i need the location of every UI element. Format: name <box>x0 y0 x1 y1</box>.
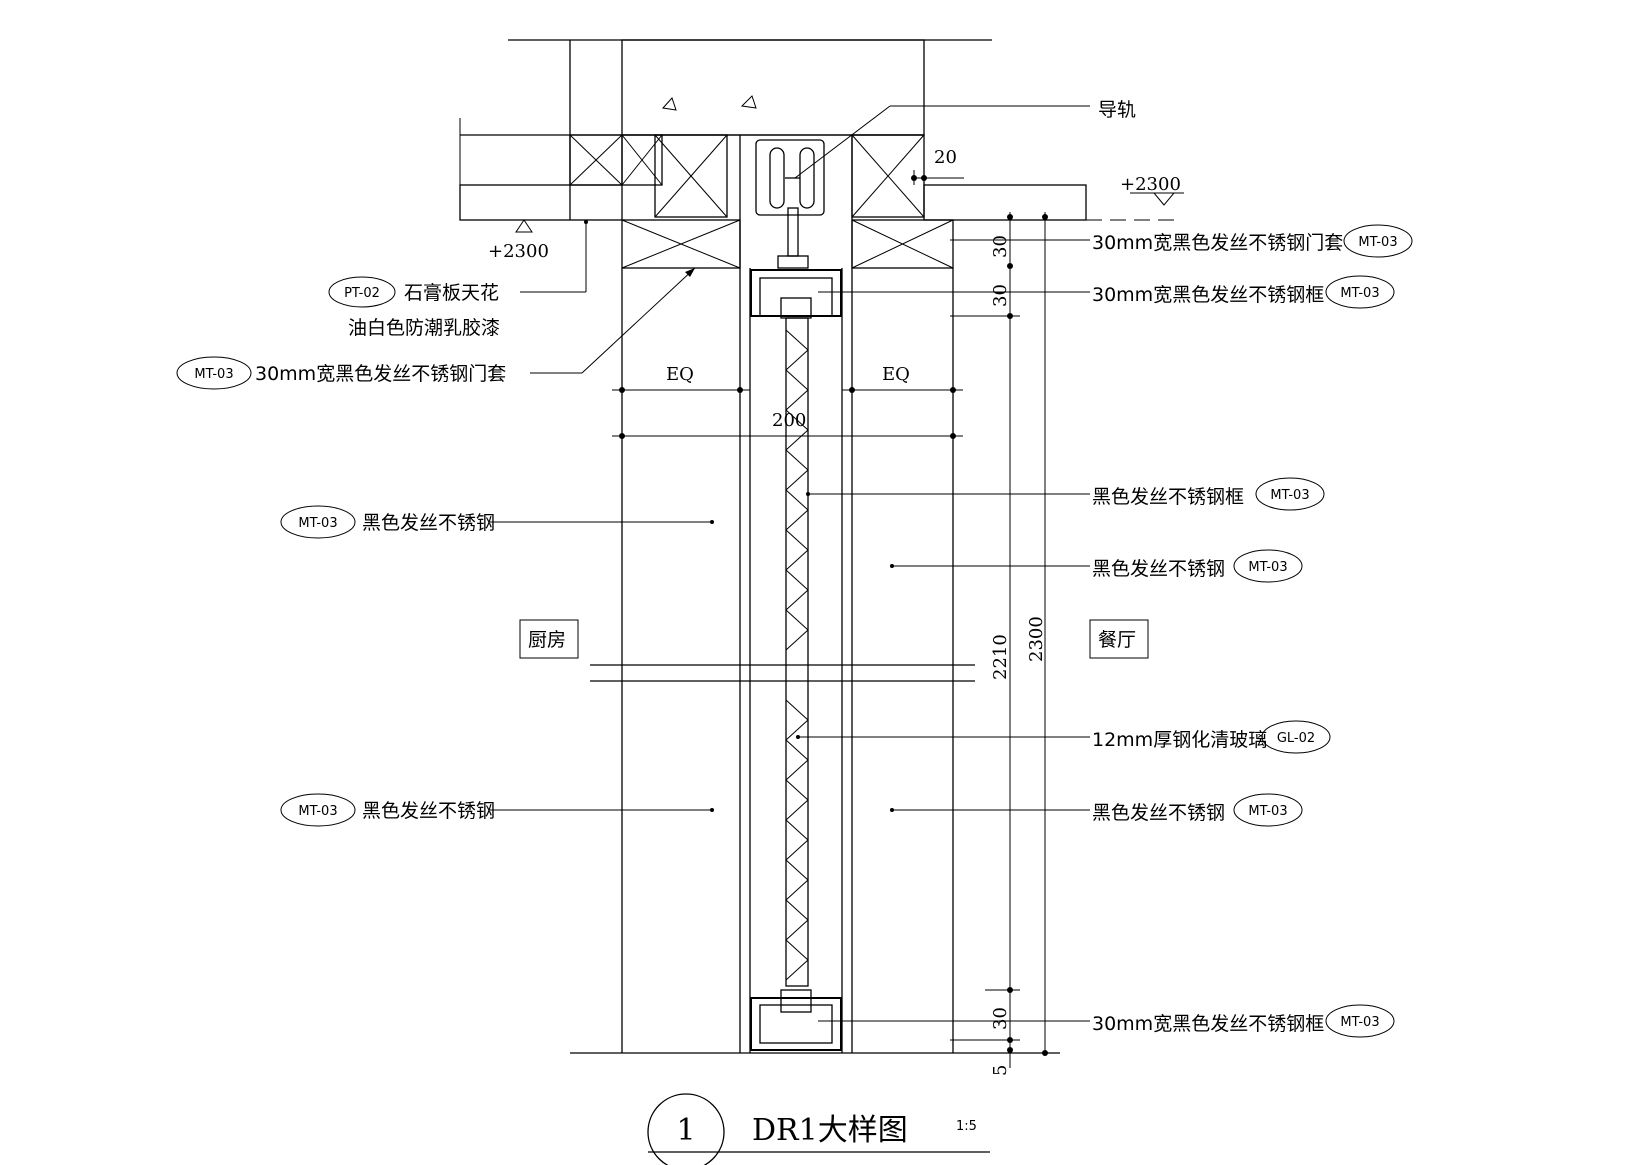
svg-text:MT-03: MT-03 <box>1340 1015 1379 1030</box>
title-name: DR1大样图 <box>752 1113 908 1148</box>
svg-text:30mm宽黑色发丝不锈钢框: 30mm宽黑色发丝不锈钢框 <box>1092 284 1324 306</box>
svg-text:12mm厚钢化清玻璃: 12mm厚钢化清玻璃 <box>1092 729 1267 751</box>
svg-text:EQ: EQ <box>666 364 694 385</box>
right-note-frame-bottom: 30mm宽黑色发丝不锈钢框 MT-03 <box>818 1004 1395 1038</box>
left-note-ceiling: PT-02 石膏板天花 油白色防潮乳胶漆 <box>328 220 588 339</box>
svg-text:导轨: 导轨 <box>1098 99 1136 121</box>
svg-text:2210: 2210 <box>990 634 1011 680</box>
svg-text:20: 20 <box>934 147 957 168</box>
svg-text:油白色防潮乳胶漆: 油白色防潮乳胶漆 <box>348 317 500 339</box>
title-scale: 1:5 <box>956 1119 977 1134</box>
level-marker-left: +2300 <box>488 219 549 262</box>
left-note-steel-lower: MT-03 黑色发丝不锈钢 <box>280 793 714 827</box>
right-note-frame-side: 黑色发丝不锈钢框 MT-03 <box>806 477 1325 511</box>
dimension-top-gap: 20 <box>911 147 964 185</box>
svg-text:30: 30 <box>990 235 1011 258</box>
right-note-steel-upper: 黑色发丝不锈钢 MT-03 <box>890 549 1303 583</box>
svg-text:MT-03: MT-03 <box>1248 560 1287 575</box>
svg-text:2300: 2300 <box>1026 616 1047 662</box>
svg-text:石膏板天花: 石膏板天花 <box>404 281 499 304</box>
svg-text:EQ: EQ <box>882 364 910 385</box>
dimension-width: 200 <box>612 410 963 439</box>
svg-text:餐厅: 餐厅 <box>1098 629 1136 651</box>
svg-text:黑色发丝不锈钢: 黑色发丝不锈钢 <box>1092 802 1225 824</box>
svg-text:黑色发丝不锈钢框: 黑色发丝不锈钢框 <box>1092 486 1244 508</box>
break-line <box>590 664 975 682</box>
drawing-title: 1 DR1大样图 1:5 <box>647 1093 990 1165</box>
gypsum-ceiling <box>459 184 1180 221</box>
dimension-eq-left: EQ <box>612 364 750 393</box>
right-note-door-casing: 30mm宽黑色发丝不锈钢门套 MT-03 <box>953 224 1413 258</box>
room-label-kitchen: 厨房 <box>519 619 579 659</box>
svg-text:MT-03: MT-03 <box>1270 488 1309 503</box>
right-note-rail: 导轨 <box>794 99 1136 179</box>
right-note-glass: 12mm厚钢化清玻璃 GL-02 <box>796 720 1331 754</box>
svg-text:5: 5 <box>990 1065 1011 1076</box>
svg-text:MT-03: MT-03 <box>194 367 233 382</box>
svg-text:厨房: 厨房 <box>528 629 566 651</box>
dimension-eq-right: EQ <box>842 364 963 393</box>
svg-text:黑色发丝不锈钢: 黑色发丝不锈钢 <box>362 800 495 822</box>
left-note-door-casing: MT-03 30mm宽黑色发丝不锈钢门套 <box>176 267 696 390</box>
svg-text:30: 30 <box>990 284 1011 307</box>
structural-slab <box>459 39 992 220</box>
door-frame <box>570 135 1060 1054</box>
right-note-frame-top: 30mm宽黑色发丝不锈钢框 MT-03 <box>818 275 1395 309</box>
svg-text:MT-03: MT-03 <box>298 516 337 531</box>
sliding-door-panel <box>750 269 842 1051</box>
svg-text:30: 30 <box>990 1007 1011 1030</box>
left-note-steel-upper: MT-03 黑色发丝不锈钢 <box>280 505 714 539</box>
svg-text:GL-02: GL-02 <box>1277 731 1315 746</box>
detail-number: 1 <box>676 1113 695 1148</box>
svg-text:MT-03: MT-03 <box>1358 235 1397 250</box>
dimension-vertical: 30 30 2210 2300 30 5 <box>950 212 1058 1076</box>
svg-text:200: 200 <box>772 410 806 431</box>
level-marker-right: +2300 <box>1120 174 1184 206</box>
svg-text:30mm宽黑色发丝不锈钢门套: 30mm宽黑色发丝不锈钢门套 <box>255 363 506 385</box>
right-note-steel-lower: 黑色发丝不锈钢 MT-03 <box>890 793 1303 827</box>
svg-text:黑色发丝不锈钢: 黑色发丝不锈钢 <box>1092 558 1225 580</box>
svg-text:30mm宽黑色发丝不锈钢框: 30mm宽黑色发丝不锈钢框 <box>1092 1013 1324 1035</box>
svg-text:MT-03: MT-03 <box>1248 804 1287 819</box>
svg-text:30mm宽黑色发丝不锈钢门套: 30mm宽黑色发丝不锈钢门套 <box>1092 232 1343 254</box>
svg-text:MT-03: MT-03 <box>298 804 337 819</box>
room-label-dining: 餐厅 <box>1089 619 1149 659</box>
guide-rail <box>755 139 825 269</box>
svg-text:MT-03: MT-03 <box>1340 286 1379 301</box>
svg-text:+2300: +2300 <box>1120 174 1181 195</box>
timber-furring <box>569 134 954 269</box>
svg-text:+2300: +2300 <box>488 241 549 262</box>
svg-text:黑色发丝不锈钢: 黑色发丝不锈钢 <box>362 512 495 534</box>
svg-text:PT-02: PT-02 <box>344 286 380 301</box>
